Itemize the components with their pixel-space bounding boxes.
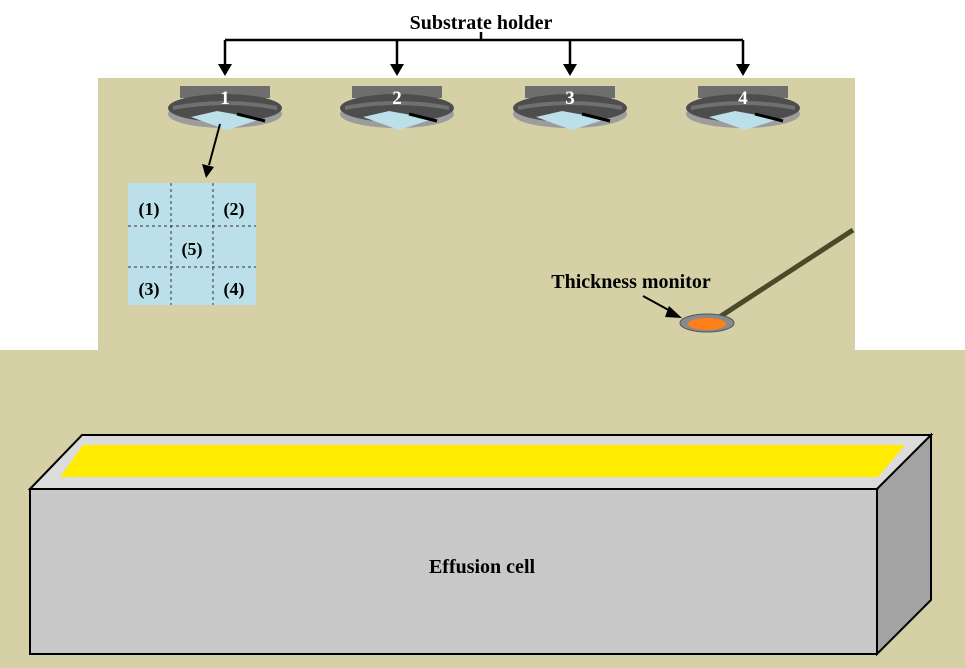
grid-position-5: (5) xyxy=(182,239,203,260)
substrate-holder-1: 1 xyxy=(168,86,282,130)
effusion-cell-label: Effusion cell xyxy=(429,556,536,578)
substrate-holder-3: 3 xyxy=(513,86,627,130)
grid-position-4: (4) xyxy=(224,279,245,300)
monitor-crystal xyxy=(688,318,726,330)
grid-position-3: (3) xyxy=(139,279,160,300)
holder-bracket xyxy=(223,32,745,68)
holder-2-number: 2 xyxy=(392,88,402,109)
monitor-pointer-head xyxy=(665,306,682,318)
substrate-holder-4: 4 xyxy=(686,86,800,130)
substrate-holder-2: 2 xyxy=(340,86,454,130)
holder-arrowheads xyxy=(218,64,750,76)
effusion-cell xyxy=(27,432,934,657)
substrate-1 xyxy=(191,111,261,130)
substrate-2 xyxy=(363,111,433,130)
grid-position-1: (1) xyxy=(139,199,160,220)
source-material xyxy=(60,445,905,477)
holder-1-number: 1 xyxy=(220,88,230,109)
zoom-arrow xyxy=(208,123,221,166)
substrate-position-grid: (1) (2) (5) (3) (4) xyxy=(128,183,256,305)
effusion-cell-front xyxy=(29,488,878,655)
substrate-3 xyxy=(536,111,606,130)
zoom-arrowhead xyxy=(202,164,214,178)
monitor-arm xyxy=(716,227,855,321)
grid-position-2: (2) xyxy=(224,199,245,220)
substrate-4 xyxy=(709,111,779,130)
substrate-holder-title: Substrate holder xyxy=(410,12,553,34)
holder-3-number: 3 xyxy=(565,88,575,109)
thickness-monitor-label: Thickness monitor xyxy=(551,271,711,293)
holder-4-number: 4 xyxy=(738,88,748,109)
thickness-monitor xyxy=(679,227,855,333)
